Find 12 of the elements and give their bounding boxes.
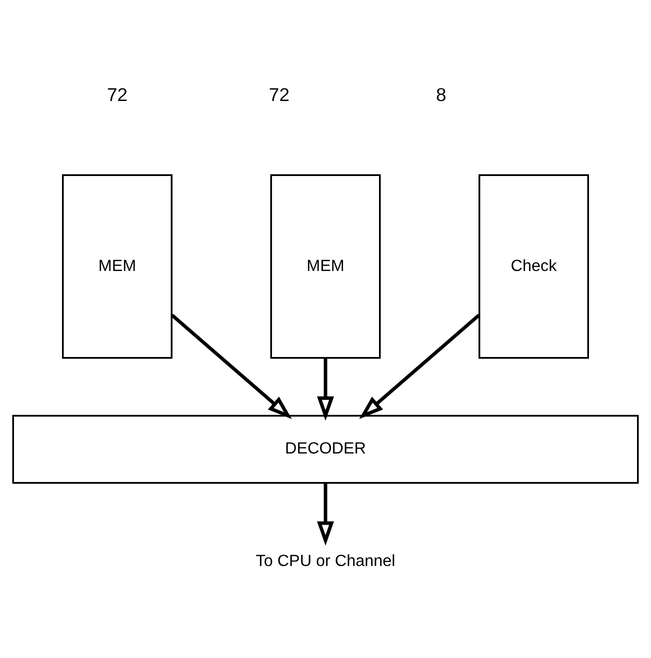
arrow <box>316 358 334 421</box>
arrow <box>316 483 334 546</box>
node-text: To CPU or Channel <box>256 552 396 570</box>
node-box: MEM <box>62 174 172 359</box>
label: 72 <box>268 84 290 105</box>
node-box: MEM <box>270 174 381 359</box>
arrow <box>170 314 292 420</box>
node-box: Check <box>478 174 589 359</box>
label: 72 <box>106 84 128 105</box>
node-box: DECODER <box>12 414 639 484</box>
label: 8 <box>436 84 446 105</box>
arrow <box>359 314 480 420</box>
